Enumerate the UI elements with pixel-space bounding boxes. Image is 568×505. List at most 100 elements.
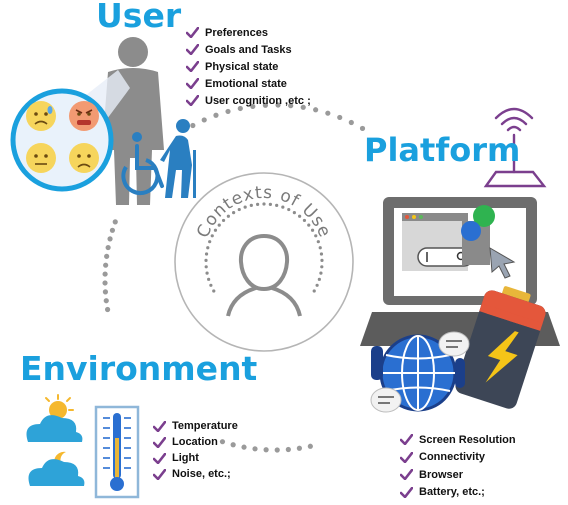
platform-factor-label: Browser [419,468,464,481]
platform-factor-label: Connectivity [419,451,486,464]
battery-icon [455,286,546,409]
connector-dot [102,289,109,295]
checkmark-icon [400,469,413,481]
connector-dot [275,203,279,208]
connector-dot [313,107,319,113]
user-factor-label: User cognition ,etc ; [205,94,311,107]
connector-dot [104,253,110,259]
connector-dot [307,223,311,227]
connector-dot [243,205,247,209]
elderly-person-icon [160,119,196,198]
connector-dot [209,283,213,287]
connector-dot [213,112,219,118]
user-factor-item: User cognition ,etc ; [186,92,311,109]
environment-factor-label: Light [172,452,199,464]
platform-heading: Platform [364,131,521,169]
connector-dot [112,219,118,225]
connector-dot [241,444,247,450]
connector-dot [103,262,109,268]
connector-dot [318,246,322,250]
user-factor-item: Physical state [186,58,311,75]
connector-dot [287,207,291,212]
connector-dot [109,227,116,233]
head-silhouette-icon [226,234,302,317]
user-factor-item: Goals and Tasks [186,41,311,58]
chat-bubble-icon [370,387,402,413]
wheelchair-icon [121,132,164,196]
connector-dot [249,203,253,208]
connector-dot [102,280,108,286]
connector-dot [102,271,108,277]
platform-factor-label: Screen Resolution [419,433,516,446]
connector-dot [325,110,331,116]
connector-dot [221,218,226,223]
connector-dot [302,218,307,223]
platform-factor-item: Browser [400,466,516,484]
platform-factor-item: Battery, etc.; [400,484,516,502]
environment-factor-item: Temperature [153,418,238,434]
environment-illustration [26,394,140,499]
checkmark-icon [153,452,166,464]
connector-dot [319,271,323,275]
connector-dot [274,447,280,453]
platform-illustration [360,107,560,413]
center-circle [174,172,354,352]
emoji-face-icon [69,143,99,173]
connector-dot [319,252,324,256]
connector-dot [237,207,241,212]
connector-dot [268,202,272,206]
center-label: Contexts of Use [193,183,335,241]
user-heading: User [96,0,182,35]
connector-dot [288,103,294,109]
checkmark-icon [400,451,413,463]
environment-factor-item: Light [153,450,238,466]
environment-factor-label: Temperature [172,420,238,432]
connector-dot [232,210,236,215]
outer-dotted-ring [102,102,366,453]
platform-factor-item: Connectivity [400,449,516,467]
connector-dot [208,240,212,244]
connector-dot [348,119,354,126]
connector-dot [262,202,266,206]
checkmark-icon [186,27,199,38]
checkmark-icon [186,61,199,72]
connector-dot [281,205,285,209]
connector-dot [256,202,260,206]
connector-dot [213,228,218,232]
user-factor-item: Emotional state [186,75,311,92]
environment-factor-item: Noise, etc.; [153,466,238,482]
emoji-face-icon [26,101,56,131]
connector-dot [310,228,315,232]
connector-dot [314,234,318,238]
connector-dot [103,298,109,304]
connector-dot [307,443,313,449]
user-factor-label: Goals and Tasks [205,43,292,56]
emoji-face-icon [26,143,56,173]
connector-dot [201,117,207,123]
connector-dot [315,283,319,287]
connector-dot [275,102,281,108]
connector-dot [206,246,210,250]
user-factor-label: Preferences [205,26,268,39]
connector-dot [205,271,209,275]
connector-dot [337,114,343,121]
checkmark-icon [400,486,413,498]
connector-dot [104,306,111,313]
checkmark-icon [153,468,166,480]
checkmark-icon [186,44,199,55]
connector-dot [320,258,324,263]
environment-factor-label: Noise, etc.; [172,468,231,480]
chat-bubble-icon [438,331,470,357]
connector-dot [316,240,320,244]
connector-dot [225,108,231,115]
checkmark-icon [186,78,199,89]
checkmark-icon [400,434,413,446]
checkmark-icon [153,436,166,448]
connector-dot [317,277,321,281]
platform-factor-item: Screen Resolution [400,431,516,449]
